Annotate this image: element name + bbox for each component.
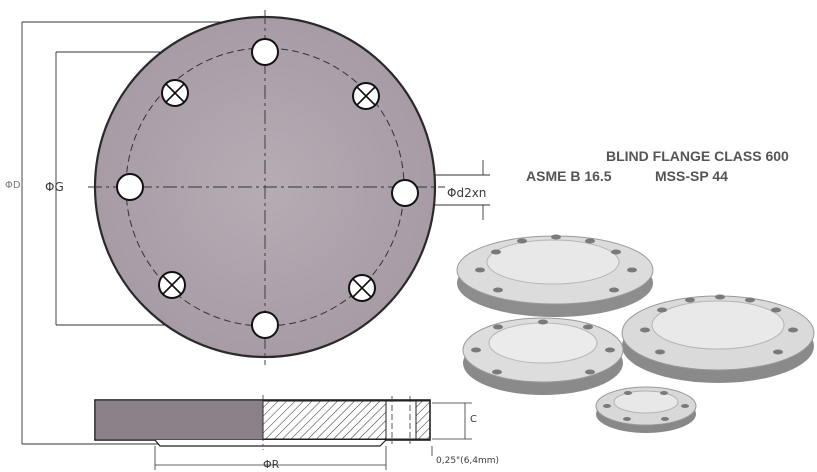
product-standard-asme: ASME B 16.5 xyxy=(526,168,612,184)
flange-render-large-top xyxy=(456,235,654,317)
section-bolt-hole xyxy=(385,400,417,440)
raised-face xyxy=(154,439,387,447)
bolt-holes xyxy=(116,38,419,339)
section-hatched-right xyxy=(262,400,387,440)
bolt-hole-top-right xyxy=(352,82,380,110)
flange-render-large-right xyxy=(621,295,815,383)
label-bolt-holes: Φd2xn xyxy=(447,186,487,200)
label-raised-face: 0,25"(6,4mm) xyxy=(436,456,500,466)
label-bolt-circle: ΦG xyxy=(45,180,64,194)
bolt-hole-top-left xyxy=(161,79,189,107)
side-section-view xyxy=(94,395,472,470)
render-bolt-holes xyxy=(471,234,798,421)
label-face-diameter: ΦR xyxy=(263,458,280,471)
flange-render-medium xyxy=(462,317,624,395)
product-standard-mss: MSS-SP 44 xyxy=(655,168,728,184)
centerlines xyxy=(88,10,445,365)
flange-render-small xyxy=(595,386,697,433)
bolt-hole-bottom-left xyxy=(158,271,186,299)
product-render xyxy=(456,234,815,433)
bolt-hole-bottom-right xyxy=(348,274,376,302)
label-thickness: C xyxy=(470,414,477,425)
bolt-hole-right xyxy=(391,179,419,207)
section-hatched-rim xyxy=(415,400,431,440)
bolt-hole-bottom xyxy=(251,311,279,339)
label-outer-diameter: ΦD xyxy=(5,180,21,191)
section-shaded-left xyxy=(96,401,263,439)
product-title: BLIND FLANGE CLASS 600 xyxy=(606,148,789,164)
bolt-hole-top xyxy=(251,38,279,66)
bolt-hole-left xyxy=(116,173,144,201)
